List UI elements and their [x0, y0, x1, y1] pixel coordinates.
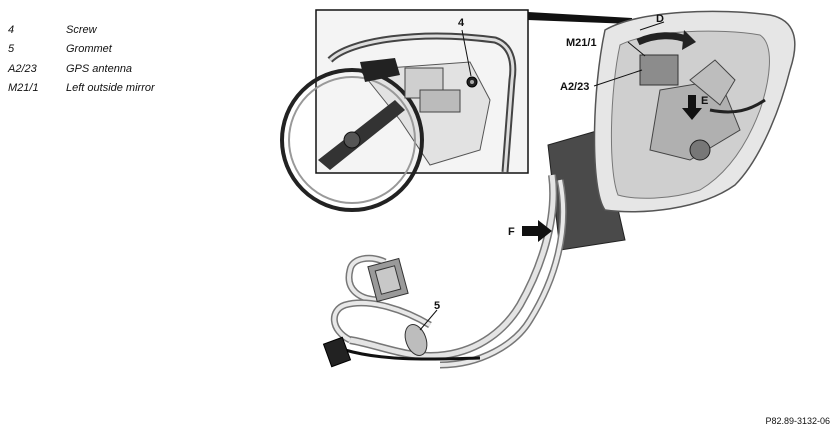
- callout-gps-antenna: A2/23: [560, 81, 589, 93]
- legend-row: M21/1 Left outside mirror: [8, 79, 155, 99]
- legend-description: Screw: [66, 23, 97, 36]
- inset-leader: [528, 12, 632, 24]
- connector: [367, 257, 409, 303]
- legend-row: A2/23 GPS antenna: [8, 59, 155, 79]
- detail-inset: 4: [280, 9, 529, 212]
- callout-view-f: F: [508, 226, 515, 238]
- callout-mirror: M21/1: [566, 37, 597, 49]
- legend-code: M21/1: [8, 82, 39, 95]
- legend-description: Left outside mirror: [66, 82, 155, 95]
- legend-description: GPS antenna: [66, 62, 133, 75]
- legend-row: 4 Screw: [8, 20, 155, 40]
- legend-description: Grommet: [66, 43, 112, 56]
- legend-row: 5 Grommet: [8, 40, 155, 60]
- callout-grommet: 5: [434, 300, 440, 312]
- legend: 4 Screw 5 Grommet A2/23 GPS antenna M21/…: [8, 20, 155, 98]
- figure-reference: P82.89-3132-06: [765, 416, 830, 426]
- legend-code: 5: [8, 43, 15, 56]
- legend-code: 4: [8, 23, 15, 36]
- callout-view-d: D: [656, 13, 664, 25]
- callout-screw: 4: [458, 17, 465, 29]
- callout-view-e: E: [701, 95, 708, 107]
- mirror-housing: D M21/1 A2/23 E: [547, 10, 796, 251]
- cable-harness: 5 F: [322, 174, 567, 369]
- legend-code: A2/23: [8, 62, 37, 75]
